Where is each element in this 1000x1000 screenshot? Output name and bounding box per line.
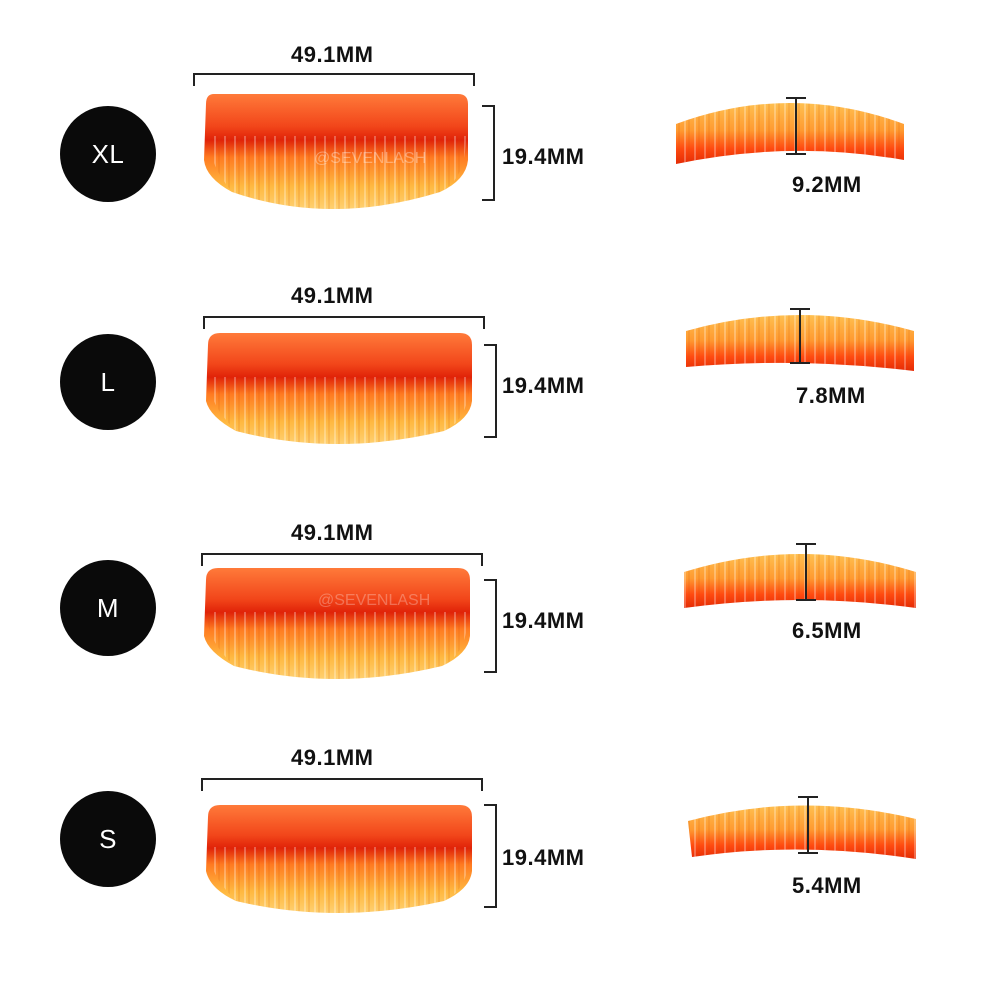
size-label: XL <box>91 138 125 169</box>
size-badge: S <box>60 791 156 887</box>
curl-label: 5.4MM <box>792 873 862 898</box>
size-row-xl: XL 49.1MM 19.4MM 9.2MM @SEVENLASH <box>0 0 1000 240</box>
width-label: 49.1MM <box>291 283 374 308</box>
size-row-l: L 49.1MM 19.4MM 7.8MM <box>0 237 1000 477</box>
size-badge: XL <box>60 106 156 202</box>
width-bracket <box>203 316 485 329</box>
width-label: 49.1MM <box>291 520 374 545</box>
size-badge: M <box>60 560 156 656</box>
side-pad <box>676 103 904 164</box>
side-pad <box>684 554 916 608</box>
height-bracket <box>484 804 497 908</box>
front-pad <box>206 333 472 444</box>
size-badge: L <box>60 334 156 430</box>
curl-label: 6.5MM <box>792 618 862 643</box>
curl-bracket <box>796 543 816 601</box>
width-bracket <box>201 778 483 791</box>
width-bracket <box>193 73 475 86</box>
height-label: 19.4MM <box>502 373 585 398</box>
pad-illustration <box>201 543 916 679</box>
size-row-s: S 49.1MM 19.4MM 5.4MM <box>0 711 1000 951</box>
width-label: 49.1MM <box>291 745 374 770</box>
curl-bracket <box>786 97 806 155</box>
watermark: @SEVENLASH <box>314 150 427 167</box>
width-bracket <box>201 553 483 566</box>
pad-illustration <box>201 778 916 913</box>
curl-label: 9.2MM <box>792 172 862 197</box>
size-label: S <box>99 823 117 854</box>
front-pad <box>204 94 468 209</box>
height-label: 19.4MM <box>502 845 585 870</box>
height-label: 19.4MM <box>502 608 585 633</box>
curl-bracket <box>790 308 810 364</box>
height-bracket <box>484 344 497 438</box>
curl-label: 7.8MM <box>796 383 866 408</box>
pad-illustration <box>203 308 914 444</box>
watermark: @SEVENLASH <box>318 592 431 609</box>
height-bracket <box>482 105 495 201</box>
height-label: 19.4MM <box>502 144 585 169</box>
front-pad <box>204 568 470 679</box>
pad-illustration <box>193 73 904 209</box>
curl-bracket <box>798 796 818 854</box>
size-row-m: M 49.1MM 19.4MM 6.5MM @SEVENLASH <box>0 474 1000 714</box>
width-label: 49.1MM <box>291 42 374 67</box>
height-bracket <box>484 579 497 673</box>
size-label: M <box>96 592 120 623</box>
side-pad <box>688 805 916 859</box>
size-label: L <box>100 366 116 397</box>
front-pad <box>206 805 472 913</box>
